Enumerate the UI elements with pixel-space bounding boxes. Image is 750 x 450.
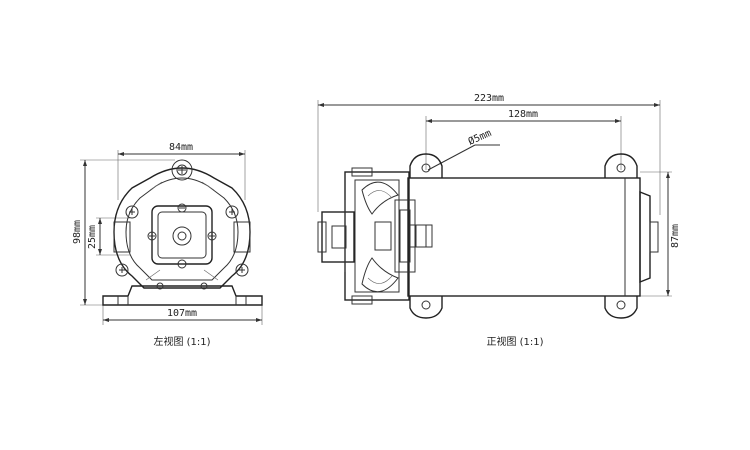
mount-bracket-bottom-right bbox=[604, 296, 638, 319]
dim-98-left: 98mm bbox=[72, 159, 175, 306]
dim-label-107: 107mm bbox=[167, 308, 197, 319]
port-left bbox=[321, 211, 355, 263]
left-view: 84mm 98mm 25mm 107mm bbox=[72, 142, 263, 348]
front-view-caption: 正视图 (1:1) bbox=[486, 335, 543, 348]
left-center-cover bbox=[151, 205, 213, 265]
dim-label-98: 98mm bbox=[72, 220, 83, 244]
mount-bracket-top-right bbox=[604, 153, 638, 178]
dim-hole-leader: Ø5mm bbox=[427, 127, 500, 171]
dim-label-25: 25mm bbox=[87, 225, 98, 249]
dim-107-bottom: 107mm bbox=[102, 305, 263, 325]
left-pump-head bbox=[113, 167, 251, 289]
dim-87-right: 87mm bbox=[640, 171, 681, 297]
dim-25-inner: 25mm bbox=[87, 217, 130, 256]
dim-223-top: 223mm bbox=[317, 93, 661, 215]
dim-label-128: 128mm bbox=[508, 109, 538, 120]
dim-label-87: 87mm bbox=[670, 224, 681, 248]
motor-body bbox=[407, 177, 641, 297]
left-base-plate bbox=[102, 285, 263, 306]
left-view-caption: 左视图 (1:1) bbox=[153, 335, 210, 348]
front-view: 223mm 128mm Ø5mm 87mm bbox=[317, 93, 681, 348]
dim-label-223: 223mm bbox=[474, 93, 504, 104]
dim-128: 128mm bbox=[425, 109, 622, 170]
motor-end-cap bbox=[639, 190, 651, 284]
mount-bracket-bottom-left bbox=[409, 296, 443, 319]
dim-84-top: 84mm bbox=[117, 142, 246, 200]
dim-label-84: 84mm bbox=[169, 142, 193, 153]
mount-bracket-top-left bbox=[409, 153, 443, 178]
